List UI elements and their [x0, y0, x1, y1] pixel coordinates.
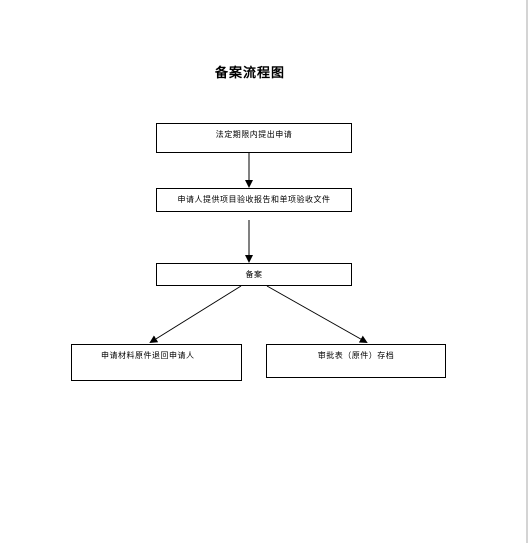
step-submit-application-box: 法定期限内提出申请: [156, 123, 352, 153]
step-archive-form-box: 审批表（原件）存档: [266, 344, 446, 378]
diagram-title: 备案流程图: [214, 66, 285, 81]
step-return-materials-label: 申请材料原件退回申请人: [101, 351, 195, 360]
step-submit-application-label: 法定期限内提出申请: [215, 130, 293, 139]
step-filing-box: 备案: [156, 263, 352, 286]
step-archive-form-label: 审批表（原件）存档: [317, 351, 395, 360]
step-filing-label: 备案: [245, 270, 263, 279]
step-return-materials-box: 申请材料原件退回申请人: [71, 344, 242, 381]
step-provide-reports-box: 申请人提供项目验收报告和单项验收文件: [156, 188, 352, 212]
step-provide-reports-label: 申请人提供项目验收报告和单项验收文件: [177, 195, 331, 204]
